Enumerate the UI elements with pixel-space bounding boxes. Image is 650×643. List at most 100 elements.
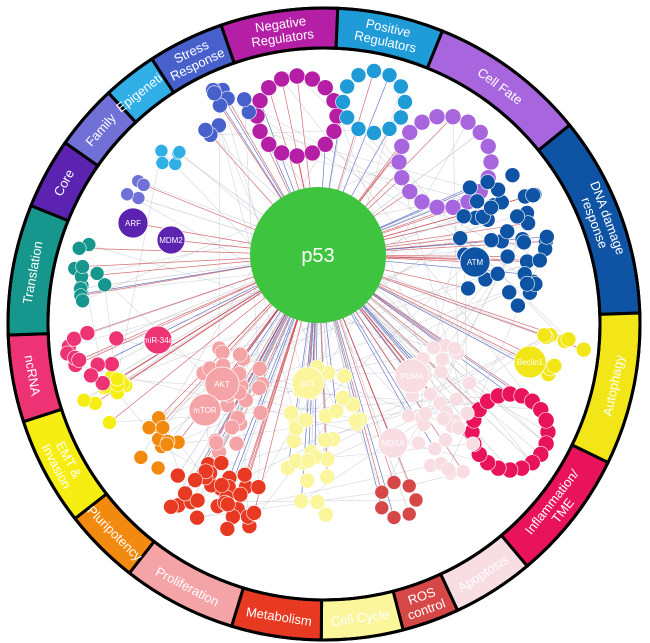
node-ros-control bbox=[386, 475, 402, 490]
edge bbox=[313, 374, 459, 429]
node-metabolism bbox=[189, 509, 205, 526]
node-autophagy bbox=[536, 327, 553, 344]
node-negative-regulators bbox=[251, 92, 269, 109]
node-metabolism bbox=[187, 472, 203, 488]
node-ros-control bbox=[386, 510, 402, 525]
node-cell-cycle bbox=[336, 368, 353, 384]
edge bbox=[356, 423, 383, 493]
category-segment-translation: Translation bbox=[6, 203, 71, 337]
node-dna-damage-response bbox=[469, 193, 485, 210]
node-dna-damage-response bbox=[516, 234, 532, 251]
node-dna-damage-response bbox=[525, 187, 541, 204]
node-cell-cycle bbox=[335, 390, 351, 406]
node-cell-fate bbox=[413, 193, 431, 211]
svg-text:miR-34a: miR-34a bbox=[143, 336, 174, 345]
node-ncrna bbox=[108, 330, 125, 347]
node-cell-cycle bbox=[300, 452, 317, 469]
node-cell-cycle bbox=[328, 403, 345, 419]
node-negative-regulators bbox=[260, 135, 278, 153]
node-ros-control bbox=[374, 484, 390, 500]
node-positive-regulators bbox=[393, 109, 409, 126]
category-label-ncrna: ncRNA bbox=[22, 354, 44, 397]
node-metabolism bbox=[177, 485, 193, 502]
hub-node-akt: AKT bbox=[204, 366, 240, 402]
node-translation bbox=[71, 240, 87, 256]
node-proliferation bbox=[251, 360, 268, 377]
node-dna-damage-response bbox=[510, 297, 526, 314]
node-positive-regulators bbox=[350, 121, 367, 137]
node-apoptosis bbox=[447, 341, 462, 356]
node-inflammation-tme bbox=[537, 411, 555, 429]
node-positive-regulators bbox=[381, 121, 398, 137]
nodes: ARFMDM2ATMBeclin1miR-34aAKTmTORp21PUMANO… bbox=[59, 63, 592, 537]
node-metabolism bbox=[213, 455, 230, 471]
node-ncrna bbox=[79, 325, 96, 341]
node-apoptosis bbox=[455, 464, 471, 479]
node-positive-regulators bbox=[339, 78, 355, 95]
category-label-cell-cycle: Cell Cycle bbox=[330, 607, 390, 629]
node-metabolism bbox=[163, 499, 179, 515]
node-cell-fate bbox=[401, 183, 419, 200]
node-epigenetic bbox=[155, 156, 170, 170]
node-family bbox=[120, 187, 134, 202]
node-dna-damage-response bbox=[504, 167, 521, 183]
edge bbox=[259, 131, 471, 188]
node-ros-control bbox=[401, 506, 417, 522]
node-dna-damage-response bbox=[539, 228, 555, 245]
p53-center-node: p53 bbox=[250, 187, 386, 323]
svg-text:Beclin1: Beclin1 bbox=[517, 358, 544, 367]
edge bbox=[222, 89, 528, 262]
node-metabolism bbox=[219, 521, 236, 537]
node-negative-regulators bbox=[316, 79, 334, 97]
hub-node-atm: ATM bbox=[459, 246, 491, 278]
node-proliferation bbox=[232, 346, 248, 363]
hub-node-noxa: NOXA bbox=[377, 427, 409, 459]
hub-node-p21: p21 bbox=[291, 366, 325, 400]
node-autophagy bbox=[546, 357, 563, 374]
node-metabolism bbox=[236, 467, 253, 483]
node-positive-regulators bbox=[366, 125, 382, 141]
node-proliferation bbox=[228, 435, 245, 452]
node-dna-damage-response bbox=[455, 208, 472, 225]
svg-text:AKT: AKT bbox=[214, 380, 230, 389]
svg-text:PUMA: PUMA bbox=[400, 372, 424, 381]
node-apoptosis bbox=[465, 436, 481, 452]
node-metabolism bbox=[220, 496, 236, 513]
category-segment-negative-regulators: NegativeRegulators bbox=[219, 6, 340, 65]
hub-node-mdm2: MDM2 bbox=[156, 225, 186, 255]
svg-text:NOXA: NOXA bbox=[382, 439, 405, 448]
node-dna-damage-response bbox=[460, 280, 476, 297]
node-positive-regulators bbox=[335, 94, 351, 110]
node-apoptosis bbox=[440, 461, 456, 477]
node-cell-fate bbox=[428, 199, 446, 216]
edge bbox=[296, 155, 478, 202]
node-apoptosis bbox=[427, 441, 443, 457]
node-negative-regulators bbox=[304, 70, 321, 88]
category-segment-inflammation-tme: Inflammation/TME bbox=[499, 442, 611, 569]
node-cell-fate bbox=[471, 124, 489, 141]
node-metabolism bbox=[250, 479, 267, 495]
node-cell-fate bbox=[393, 137, 411, 155]
node-negative-regulators bbox=[260, 79, 278, 97]
node-negative-regulators bbox=[325, 123, 343, 140]
node-apoptosis bbox=[423, 386, 438, 402]
node-cell-fate bbox=[401, 124, 419, 141]
node-positive-regulators bbox=[397, 94, 413, 110]
node-ros-control bbox=[408, 492, 424, 508]
node-cell-cycle bbox=[348, 412, 364, 429]
category-segment-cell-fate: Cell Fate bbox=[425, 29, 572, 153]
node-dna-damage-response bbox=[532, 252, 548, 269]
node-translation bbox=[89, 266, 105, 281]
node-positive-regulators bbox=[339, 109, 355, 126]
node-pluripotency bbox=[159, 437, 175, 452]
node-ros-control bbox=[374, 500, 390, 516]
node-family bbox=[136, 178, 151, 192]
node-cell-fate bbox=[459, 113, 477, 131]
node-cell-cycle bbox=[309, 494, 326, 510]
node-cell-cycle bbox=[293, 493, 310, 509]
node-positive-regulators bbox=[350, 67, 367, 83]
svg-text:mTOR: mTOR bbox=[193, 406, 217, 415]
svg-text:ATM: ATM bbox=[467, 258, 484, 267]
node-cell-fate bbox=[413, 113, 431, 131]
node-translation bbox=[97, 277, 112, 293]
